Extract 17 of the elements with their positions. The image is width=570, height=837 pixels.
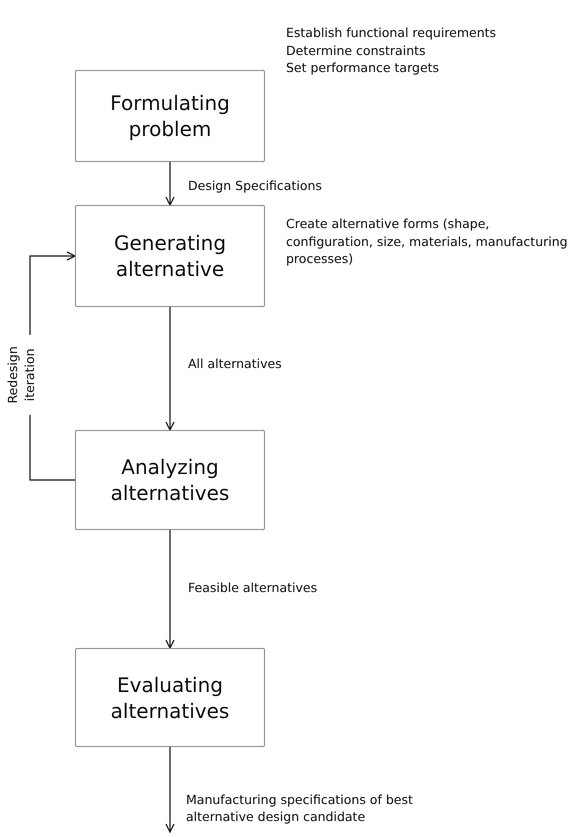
step-title: Formulating problem [109, 90, 231, 142]
step-note: Create alternative forms (shape, configuration, size, materials, manufacturing processes) [286, 215, 569, 268]
arrow [165, 162, 175, 206]
process-box [75, 648, 265, 747]
step-title: Generating alternative [112, 230, 228, 282]
arrow [165, 307, 175, 431]
process-box [75, 205, 265, 307]
step-title: Analyzing alternatives [110, 454, 230, 506]
step-note: Set performance targets [286, 59, 440, 76]
arrow [165, 747, 175, 833]
process-box [75, 430, 265, 530]
step-note: Establish functional requirements [286, 24, 498, 42]
step-note: Determine constraints [286, 42, 427, 59]
arrow [165, 530, 175, 649]
edge-label: Design Specifications [188, 178, 322, 195]
process-box [75, 70, 265, 162]
step-title: Evaluating alternatives [110, 672, 230, 724]
